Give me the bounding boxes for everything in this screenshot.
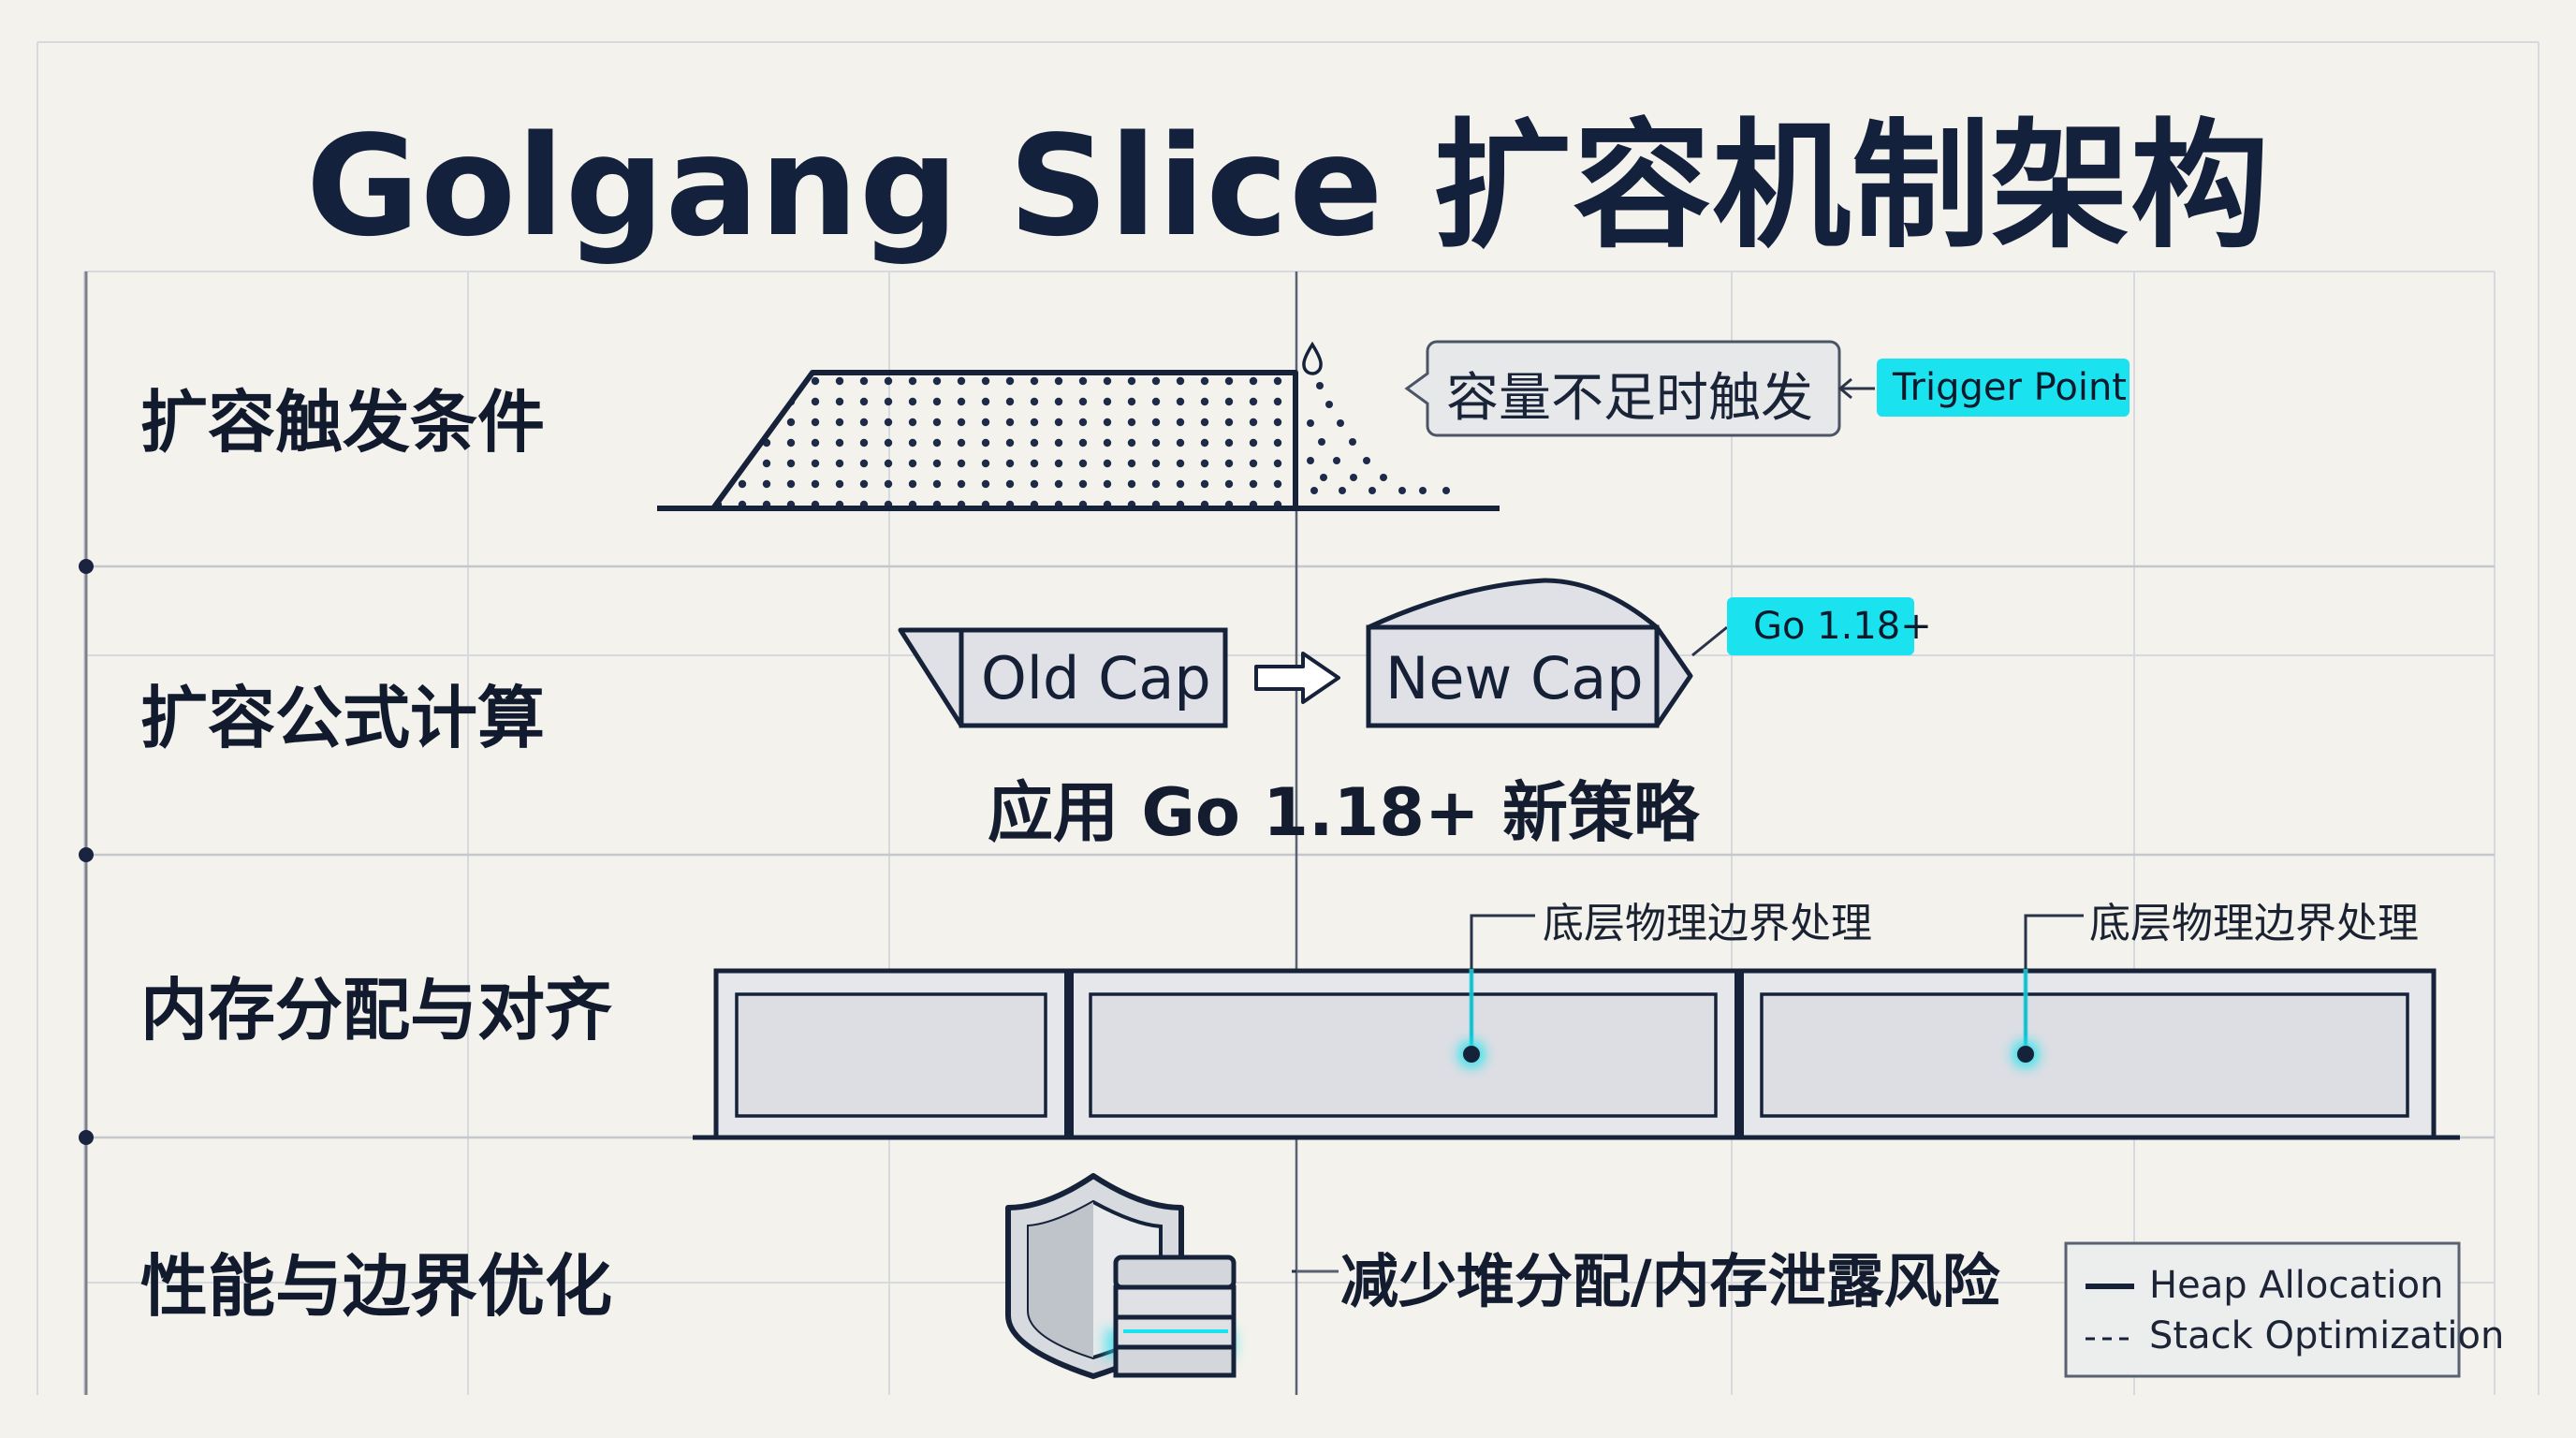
trigger-tag-bg [1877,359,2130,417]
boundary-annotation-2: 底层物理边界处理 [2089,900,2419,947]
row-label-optimization: 性能与边界优化 [140,1247,613,1326]
overflow-dots [1307,382,1450,494]
go-version-tag: Go 1.18+ [1753,605,1932,648]
trigger-callout-bubble [1404,340,1841,437]
strategy-text: 应用 Go 1.18+ 新策略 [988,774,1700,851]
boundary-markers [1457,914,2084,1068]
old-cap-box [898,627,1228,728]
legend-stack-label: Stack Optimization [2149,1314,2505,1357]
droplet-icon [1302,341,1323,375]
server-stack-icon [1105,1255,1237,1378]
boundary-annotation-1: 底层物理边界处理 [1543,900,1872,947]
page-title: Golgang Slice 扩容机制架构 [305,106,2271,267]
new-cap-box [1366,578,1693,728]
row-label-formula: 扩容公式计算 [140,679,546,757]
left-timeline [79,271,94,1395]
go-tag-bg [1727,597,1914,655]
legend-heap-label: Heap Allocation [2149,1264,2444,1307]
trigger-tag-text: Trigger Point [1893,366,2127,409]
new-cap-label: New Cap [1385,644,1644,712]
trigger-callout-text: 容量不足时触发 [1446,368,1813,429]
go-tag-connector [1691,625,1728,657]
row-label-memory: 内存分配与对齐 [140,971,613,1049]
row-label-trigger: 扩容触发条件 [140,383,546,462]
optimization-text: 减少堆分配/内存泄露风险 [1340,1247,2000,1315]
old-cap-label: Old Cap [981,644,1211,712]
legend-box [2064,1241,2461,1378]
formula-arrow-icon [1254,652,1340,704]
memory-blocks [693,968,2460,1140]
capacity-fill-shape [657,370,1500,511]
